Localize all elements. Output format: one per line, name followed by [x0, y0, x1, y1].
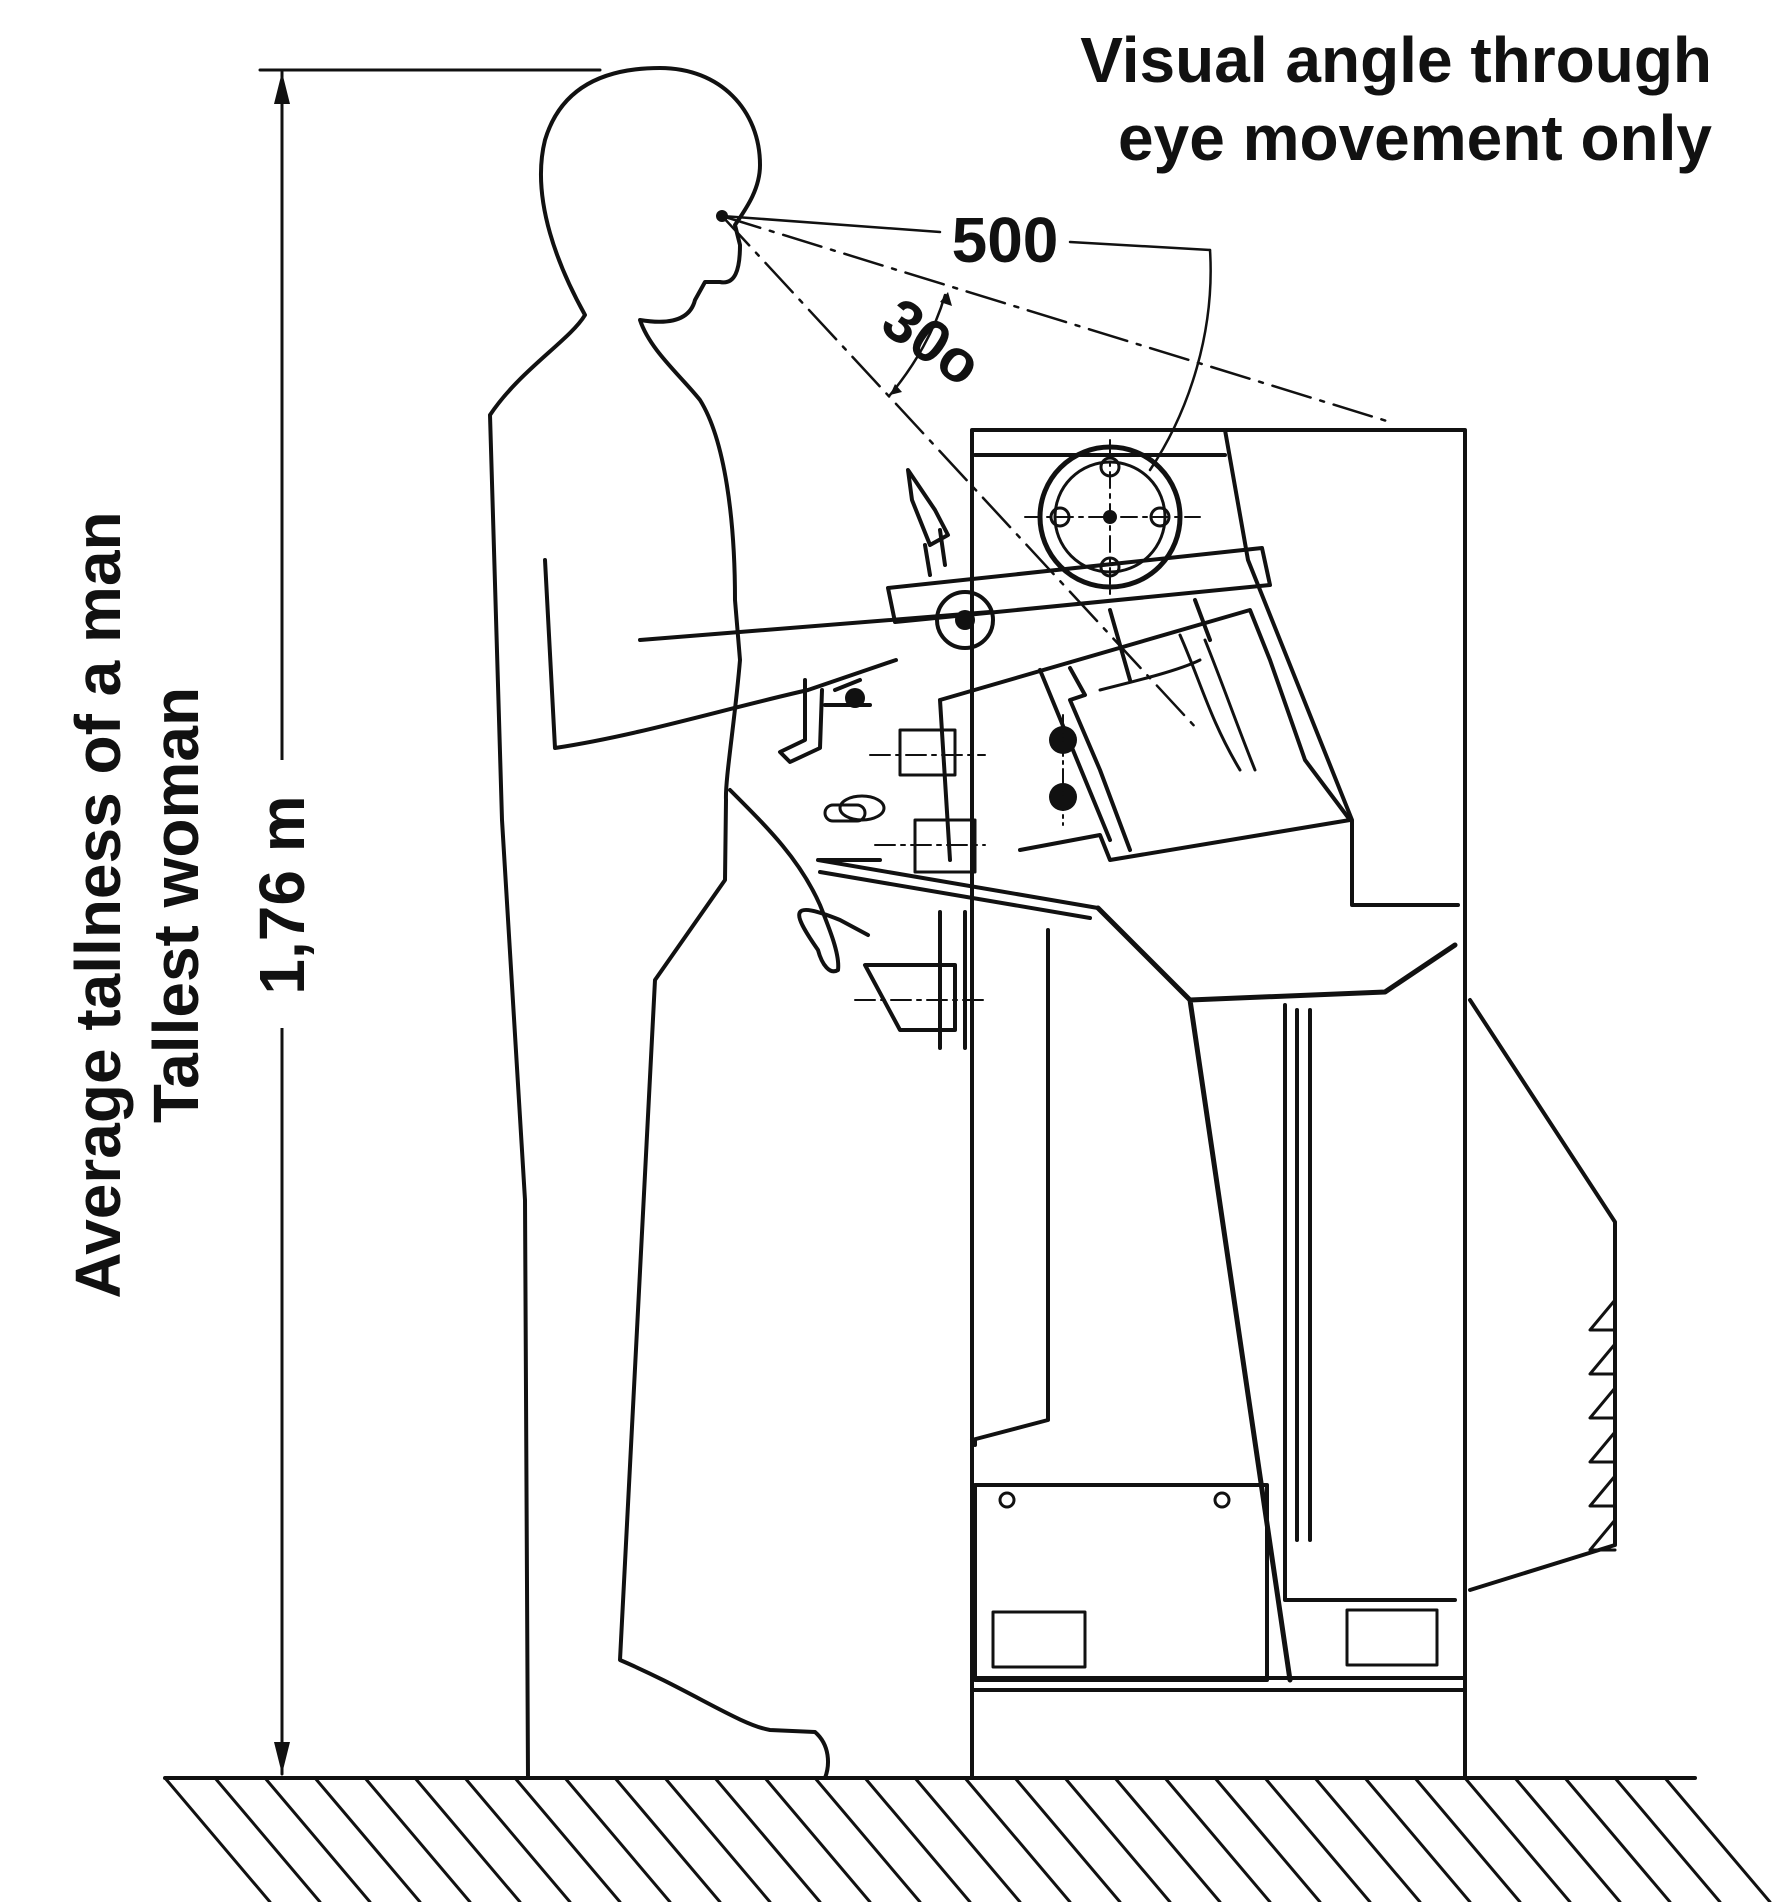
tray-serration — [1588, 1342, 1617, 1376]
floor-hatch-line — [363, 1776, 472, 1902]
machine-inner-column — [1283, 1003, 1457, 1602]
machine-feed-bracket — [863, 910, 967, 1050]
floor-hatch-line — [463, 1776, 572, 1902]
floor-hatch-line — [1463, 1776, 1572, 1902]
machine-hand-crank — [778, 678, 872, 764]
arrow-head-top — [274, 72, 290, 104]
floor-hatch-line — [513, 1776, 622, 1902]
floor-hatch-line — [763, 1776, 872, 1902]
machine-drawer-slot — [991, 1610, 1087, 1669]
floor — [163, 1776, 1772, 1902]
angle-arc-30 — [888, 293, 947, 397]
sight-line-centre — [720, 214, 1392, 424]
sight-line-lower — [720, 214, 1200, 732]
crank-knob-icon — [845, 688, 865, 708]
floor-hatch-line — [1413, 1776, 1522, 1902]
floor-hatch-line — [613, 1776, 722, 1902]
arrow-head-bottom — [274, 1742, 290, 1774]
tray-serration — [1588, 1518, 1617, 1552]
tray-serration — [1588, 1298, 1617, 1332]
machine — [778, 428, 1617, 1780]
drawer-bolt-left-icon — [998, 1491, 1016, 1509]
height-label-line2: Tallest woman — [140, 687, 212, 1123]
machine-base-slot — [1345, 1608, 1439, 1667]
floor-hatch-line — [1013, 1776, 1122, 1902]
machine-side-tray — [1468, 998, 1617, 1592]
handwheel-hole-right-icon — [1149, 506, 1171, 528]
tray-serration — [1588, 1474, 1617, 1508]
floor-hatch-line — [663, 1776, 772, 1902]
handwheel-hole-bottom-icon — [1099, 556, 1121, 578]
floor-hatch-line — [1663, 1776, 1772, 1902]
floor-hatch-line — [913, 1776, 1022, 1902]
tray-serration — [1588, 1386, 1617, 1420]
floor-hatch-line — [313, 1776, 422, 1902]
floor-hatch-line — [1363, 1776, 1472, 1902]
floor-hatch-line — [863, 1776, 972, 1902]
machine-feed-table — [816, 858, 1100, 920]
handwheel-hole-left-icon — [1049, 506, 1071, 528]
small-handle — [823, 803, 867, 823]
floor-hatch-line — [1263, 1776, 1372, 1902]
handwheel-hub-icon — [1103, 510, 1117, 524]
sight-line-top-a — [720, 214, 942, 234]
indicator-dot-upper-icon — [1049, 726, 1077, 754]
angle-label: 30o — [870, 285, 993, 399]
floor-hatch-line — [413, 1776, 522, 1902]
labels: Visual angle through eye movement only 5… — [62, 24, 1712, 1299]
angle-arrow-top — [940, 292, 952, 306]
floor-hatch-line — [213, 1776, 322, 1902]
floor-hatch-line — [1063, 1776, 1172, 1902]
visual-angle-label-line1: Visual angle through — [1080, 24, 1712, 96]
human-arm — [543, 558, 992, 750]
height-label-line1: Average tallness of a man — [62, 511, 134, 1298]
machine-left-support — [970, 928, 1050, 1447]
floor-hatch-line — [163, 1776, 272, 1902]
floor-hatch-line — [963, 1776, 1072, 1902]
feed-knob-icon — [935, 590, 995, 650]
sight-arc-500 — [1148, 248, 1212, 472]
floor-hatch-line — [713, 1776, 822, 1902]
machine-top-lever — [906, 468, 950, 577]
tray-serrations — [1588, 1298, 1617, 1552]
floor-hatch-line — [263, 1776, 372, 1902]
machine-inner-strut — [1095, 905, 1458, 1683]
sight-line-top-b — [1068, 240, 1212, 252]
human-body-outline — [488, 66, 830, 1780]
tray-serration — [1588, 1430, 1617, 1464]
handwheel-hole-top-icon — [1099, 456, 1121, 478]
angle-arrow-bottom — [890, 384, 902, 395]
height-value-mask — [252, 760, 312, 1028]
machine-head-arm — [886, 546, 1272, 682]
machine-cabinet — [970, 428, 1467, 1780]
visual-angle-label-line2: eye movement only — [1118, 102, 1712, 174]
floor-hatch-line — [563, 1776, 672, 1902]
floor-hatch-line — [1213, 1776, 1322, 1902]
human-lower-hand — [728, 788, 870, 974]
distance-label: 500 — [952, 204, 1059, 276]
floor-hatch-line — [1613, 1776, 1722, 1902]
floor-hatch-line — [1513, 1776, 1622, 1902]
drawer-bolt-right-icon — [1213, 1491, 1231, 1509]
floor-hatch-line — [1563, 1776, 1672, 1902]
floor-hatch-line — [1113, 1776, 1222, 1902]
handwheel — [1024, 439, 1201, 601]
feed-knob-hub-icon — [955, 610, 975, 630]
floor-hatch-line — [1163, 1776, 1272, 1902]
floor-hatch-line — [813, 1776, 922, 1902]
gauge-block-upper — [898, 728, 957, 777]
machine-cylinder — [1098, 633, 1257, 772]
floor-hatching — [163, 1776, 1772, 1902]
floor-hatch-line — [1313, 1776, 1422, 1902]
machine-head-housing — [938, 608, 1352, 862]
height-value-label: 1,76 m — [246, 795, 318, 994]
machine-drawer — [973, 1483, 1269, 1682]
